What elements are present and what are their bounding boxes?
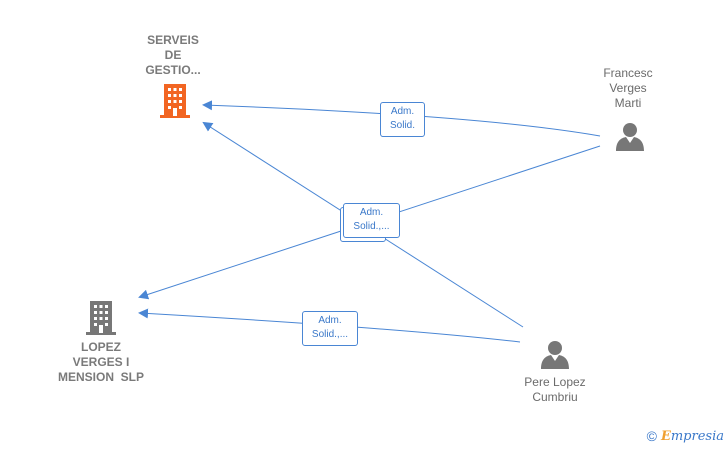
person-francesc-label[interactable]: Francesc Verges Marti [585, 66, 671, 111]
edge-label-francesc-serveis[interactable]: Adm. Solid. [380, 102, 425, 137]
label-line: GESTIO... [145, 63, 201, 77]
building-icon[interactable] [159, 84, 191, 118]
person-pere-label[interactable]: Pere Lopez Cumbriu [508, 375, 602, 405]
label-line: Cumbriu [532, 390, 578, 404]
edge-label-line: Solid. [389, 120, 415, 131]
edge-label-pere-lopez[interactable]: Adm. Solid.,... [302, 311, 358, 346]
brand-logo: Empresia [661, 429, 724, 444]
edge-label-line: Solid.,... [311, 329, 349, 340]
edge-pere-to-lopez [138, 308, 521, 343]
edge-label-line: Adm. [318, 315, 342, 326]
edge-label-line: Solid.,... [353, 221, 390, 232]
label-line: SERVEIS [147, 33, 199, 47]
edge-label-center-stack[interactable]: Adm. Solid.,... [343, 203, 400, 238]
label-line: LOPEZ [80, 340, 121, 354]
person-icon[interactable] [540, 339, 570, 369]
label-line: Verges [609, 81, 647, 95]
company-serveis-label[interactable]: SERVEIS DE GESTIO... [128, 33, 218, 78]
label-line: MENSION SLP [57, 370, 144, 384]
label-line: DE [164, 48, 182, 62]
label-line: Pere Lopez [524, 375, 586, 389]
brand-initial: E [660, 428, 671, 444]
edge-label-line: Adm. [390, 106, 415, 117]
building-icon[interactable] [85, 301, 117, 335]
copyright-symbol: © [646, 428, 657, 444]
edge-label-line: Adm. [359, 207, 384, 218]
company-lopez-label[interactable]: LOPEZ VERGES I MENSION SLP [48, 340, 154, 385]
label-line: Francesc [603, 66, 653, 80]
watermark: © Empresia [647, 428, 724, 444]
person-icon[interactable] [615, 121, 645, 151]
label-line: VERGES I [72, 355, 130, 369]
label-line: Marti [614, 96, 642, 110]
edge-francesc-to-serveis [202, 100, 601, 137]
brand-rest: mpresia [670, 428, 724, 444]
